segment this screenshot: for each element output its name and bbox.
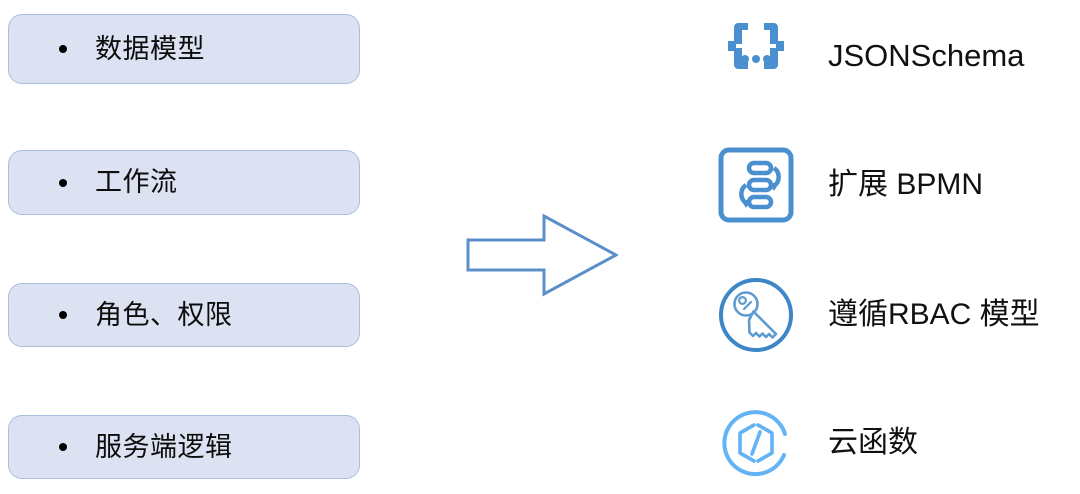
capability-box-roles-permissions[interactable]: 角色、权限 (8, 283, 360, 347)
capability-label: 角色、权限 (95, 299, 233, 330)
right-block-arrow-icon (466, 212, 620, 298)
workflow-bpmn-icon (714, 143, 798, 227)
capability-box-data-model[interactable]: 数据模型 (8, 14, 360, 84)
technology-row-rbac[interactable]: 遵循RBAC 模型 (714, 272, 1040, 358)
capability-box-server-logic[interactable]: 服务端逻辑 (8, 415, 360, 479)
key-circle-icon (714, 273, 798, 357)
capability-label: 工作流 (95, 167, 178, 197)
technology-row-cloud-function[interactable]: 云函数 (714, 400, 918, 486)
technology-row-bpmn[interactable]: 扩展 BPMN (714, 142, 983, 228)
json-braces-icon (714, 13, 798, 97)
technology-label: 遵循RBAC 模型 (828, 298, 1040, 331)
bullet-icon (59, 311, 67, 319)
technology-row-jsonschema[interactable]: JSONSchema (714, 12, 1024, 98)
bullet-icon (59, 178, 67, 187)
bullet-icon (59, 443, 67, 451)
capability-box-workflow[interactable]: 工作流 (8, 150, 360, 215)
capability-label: 服务端逻辑 (95, 431, 233, 462)
cloud-function-icon (714, 401, 798, 485)
bullet-icon (59, 45, 67, 53)
capability-label: 数据模型 (95, 33, 205, 64)
technology-label: 扩展 BPMN (828, 168, 984, 201)
technology-label: 云函数 (828, 426, 918, 459)
technology-label: JSONSchema (828, 37, 1025, 73)
